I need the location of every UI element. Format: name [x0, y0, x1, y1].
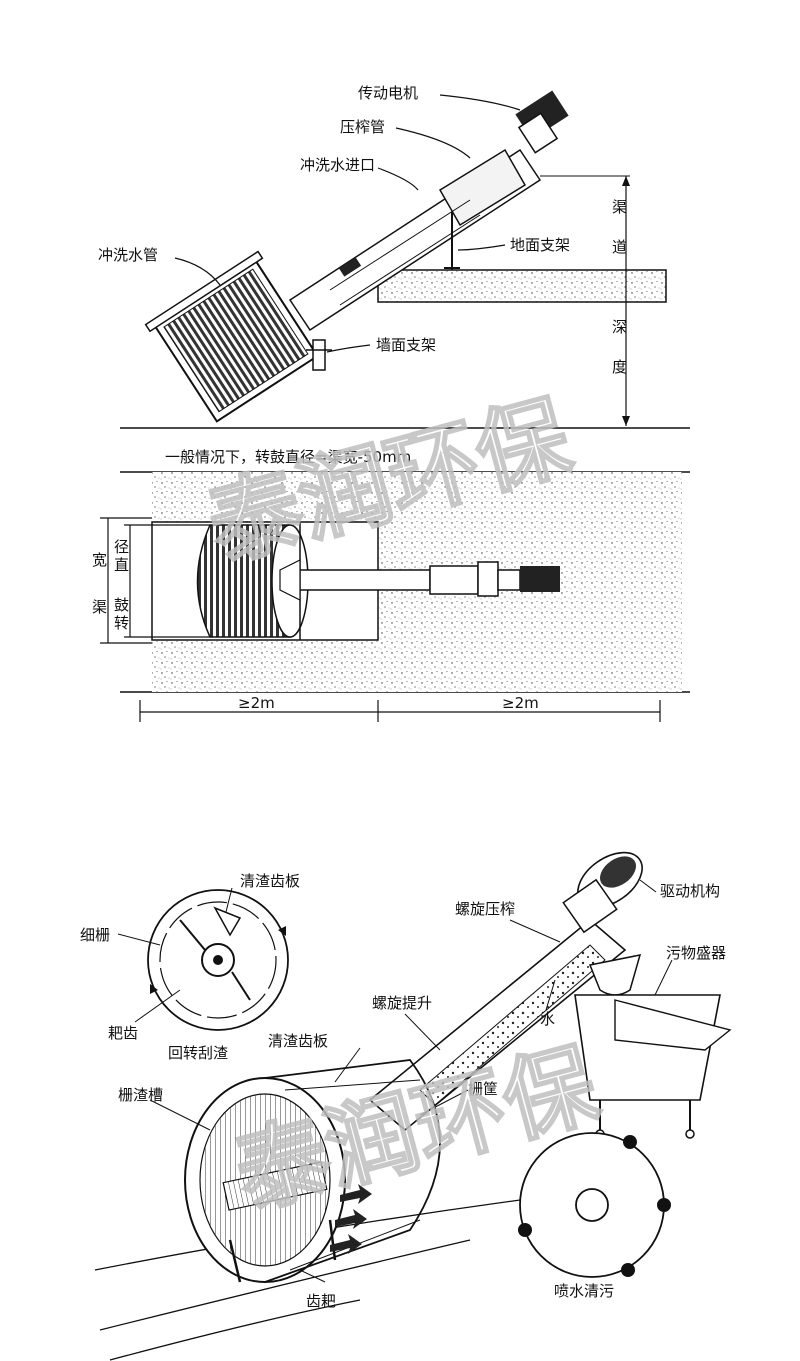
- label-dim-left: ≥2m: [238, 694, 275, 712]
- label-water: 水: [540, 1010, 555, 1028]
- plan-shaft: [279, 559, 560, 601]
- press-tube-box: [438, 148, 527, 227]
- label-scraper-plate-top: 清渣齿板: [240, 872, 300, 890]
- screen-drum-3d: [184, 1059, 441, 1283]
- label-rake-tooth: 耙齿: [108, 1024, 138, 1042]
- label-drum-dia-2: 直: [114, 556, 129, 574]
- ground-slab: [377, 269, 667, 303]
- label-trough: 栅渣槽: [118, 1086, 163, 1104]
- length-dimension: [139, 700, 661, 722]
- drive-mechanism-icon: [562, 851, 643, 934]
- label-screen-tube: 栅筐: [468, 1080, 498, 1098]
- label-spray-clean: 喷水清污: [554, 1282, 614, 1300]
- bottom-working-principle-diagram: 清渣齿板 细栅 耙齿 回转刮渣: [0, 800, 800, 1361]
- leader-lines: [174, 94, 521, 353]
- inclined-screw-body: [288, 148, 542, 332]
- label-sludge-container: 污物盛器: [666, 944, 726, 962]
- note-drum-diameter: 一般情况下，转鼓直径=渠宽-50mm: [165, 448, 411, 466]
- label-rotary-scrape: 回转刮渣: [168, 1044, 228, 1062]
- spiral-tube: [368, 918, 627, 1132]
- label-dim-right: ≥2m: [502, 694, 539, 712]
- wall-support: [306, 339, 332, 371]
- label-drum-dia-1: 径: [114, 538, 129, 556]
- label-tooth-rake: 齿耙: [306, 1292, 336, 1310]
- label-channel-width-2: 渠: [92, 598, 107, 616]
- label-drum-dia-3: 鼓: [114, 596, 129, 614]
- label-motor: 传动电机: [358, 84, 418, 102]
- label-press-tube: 压榨管: [340, 118, 385, 136]
- label-wall-support: 墙面支架: [376, 336, 436, 354]
- rotation-diagram: [147, 889, 289, 1031]
- label-fine-screen: 细栅: [80, 926, 110, 944]
- label-drive: 驱动机构: [660, 882, 720, 900]
- depth-label-char-2: 道: [612, 238, 627, 256]
- label-ground-support: 地面支架: [510, 236, 570, 254]
- depth-label-char-3: 深: [612, 318, 627, 336]
- spray-disk: [518, 1132, 671, 1278]
- principle-leaders: [149, 879, 673, 1283]
- label-drum-dia-4: 转: [114, 614, 129, 632]
- depth-label-char-1: 渠: [612, 198, 627, 216]
- motor-icon: [515, 90, 569, 154]
- rotation-leaders: [117, 887, 233, 1023]
- top-installation-diagram: 渠 道 深 度 传动电机 压榨管 冲洗水进口 地面支架 冲洗水管 墙面支架 一般…: [92, 84, 690, 722]
- installation-svg: 渠 道 深 度 传动电机 压榨管 冲洗水进口 地面支架 冲洗水管 墙面支架 一般…: [92, 84, 690, 722]
- label-flush-inlet: 冲洗水进口: [300, 156, 375, 174]
- label-scraper-plate: 清渣齿板: [268, 1032, 328, 1050]
- screen-drum: [144, 250, 319, 423]
- label-flush-pipe: 冲洗水管: [98, 246, 158, 264]
- sludge-container-icon: [574, 954, 732, 1139]
- depth-dimension: [540, 175, 630, 426]
- label-channel-width-1: 宽: [92, 551, 107, 569]
- principle-svg: 清渣齿板 细栅 耙齿 回转刮渣: [80, 851, 732, 1361]
- depth-label-char-4: 度: [612, 358, 627, 376]
- width-dimension: [100, 517, 210, 644]
- flow-arrows: [330, 1184, 372, 1254]
- label-spiral-lift: 螺旋提升: [372, 994, 432, 1012]
- label-spiral-press: 螺旋压榨: [455, 900, 515, 918]
